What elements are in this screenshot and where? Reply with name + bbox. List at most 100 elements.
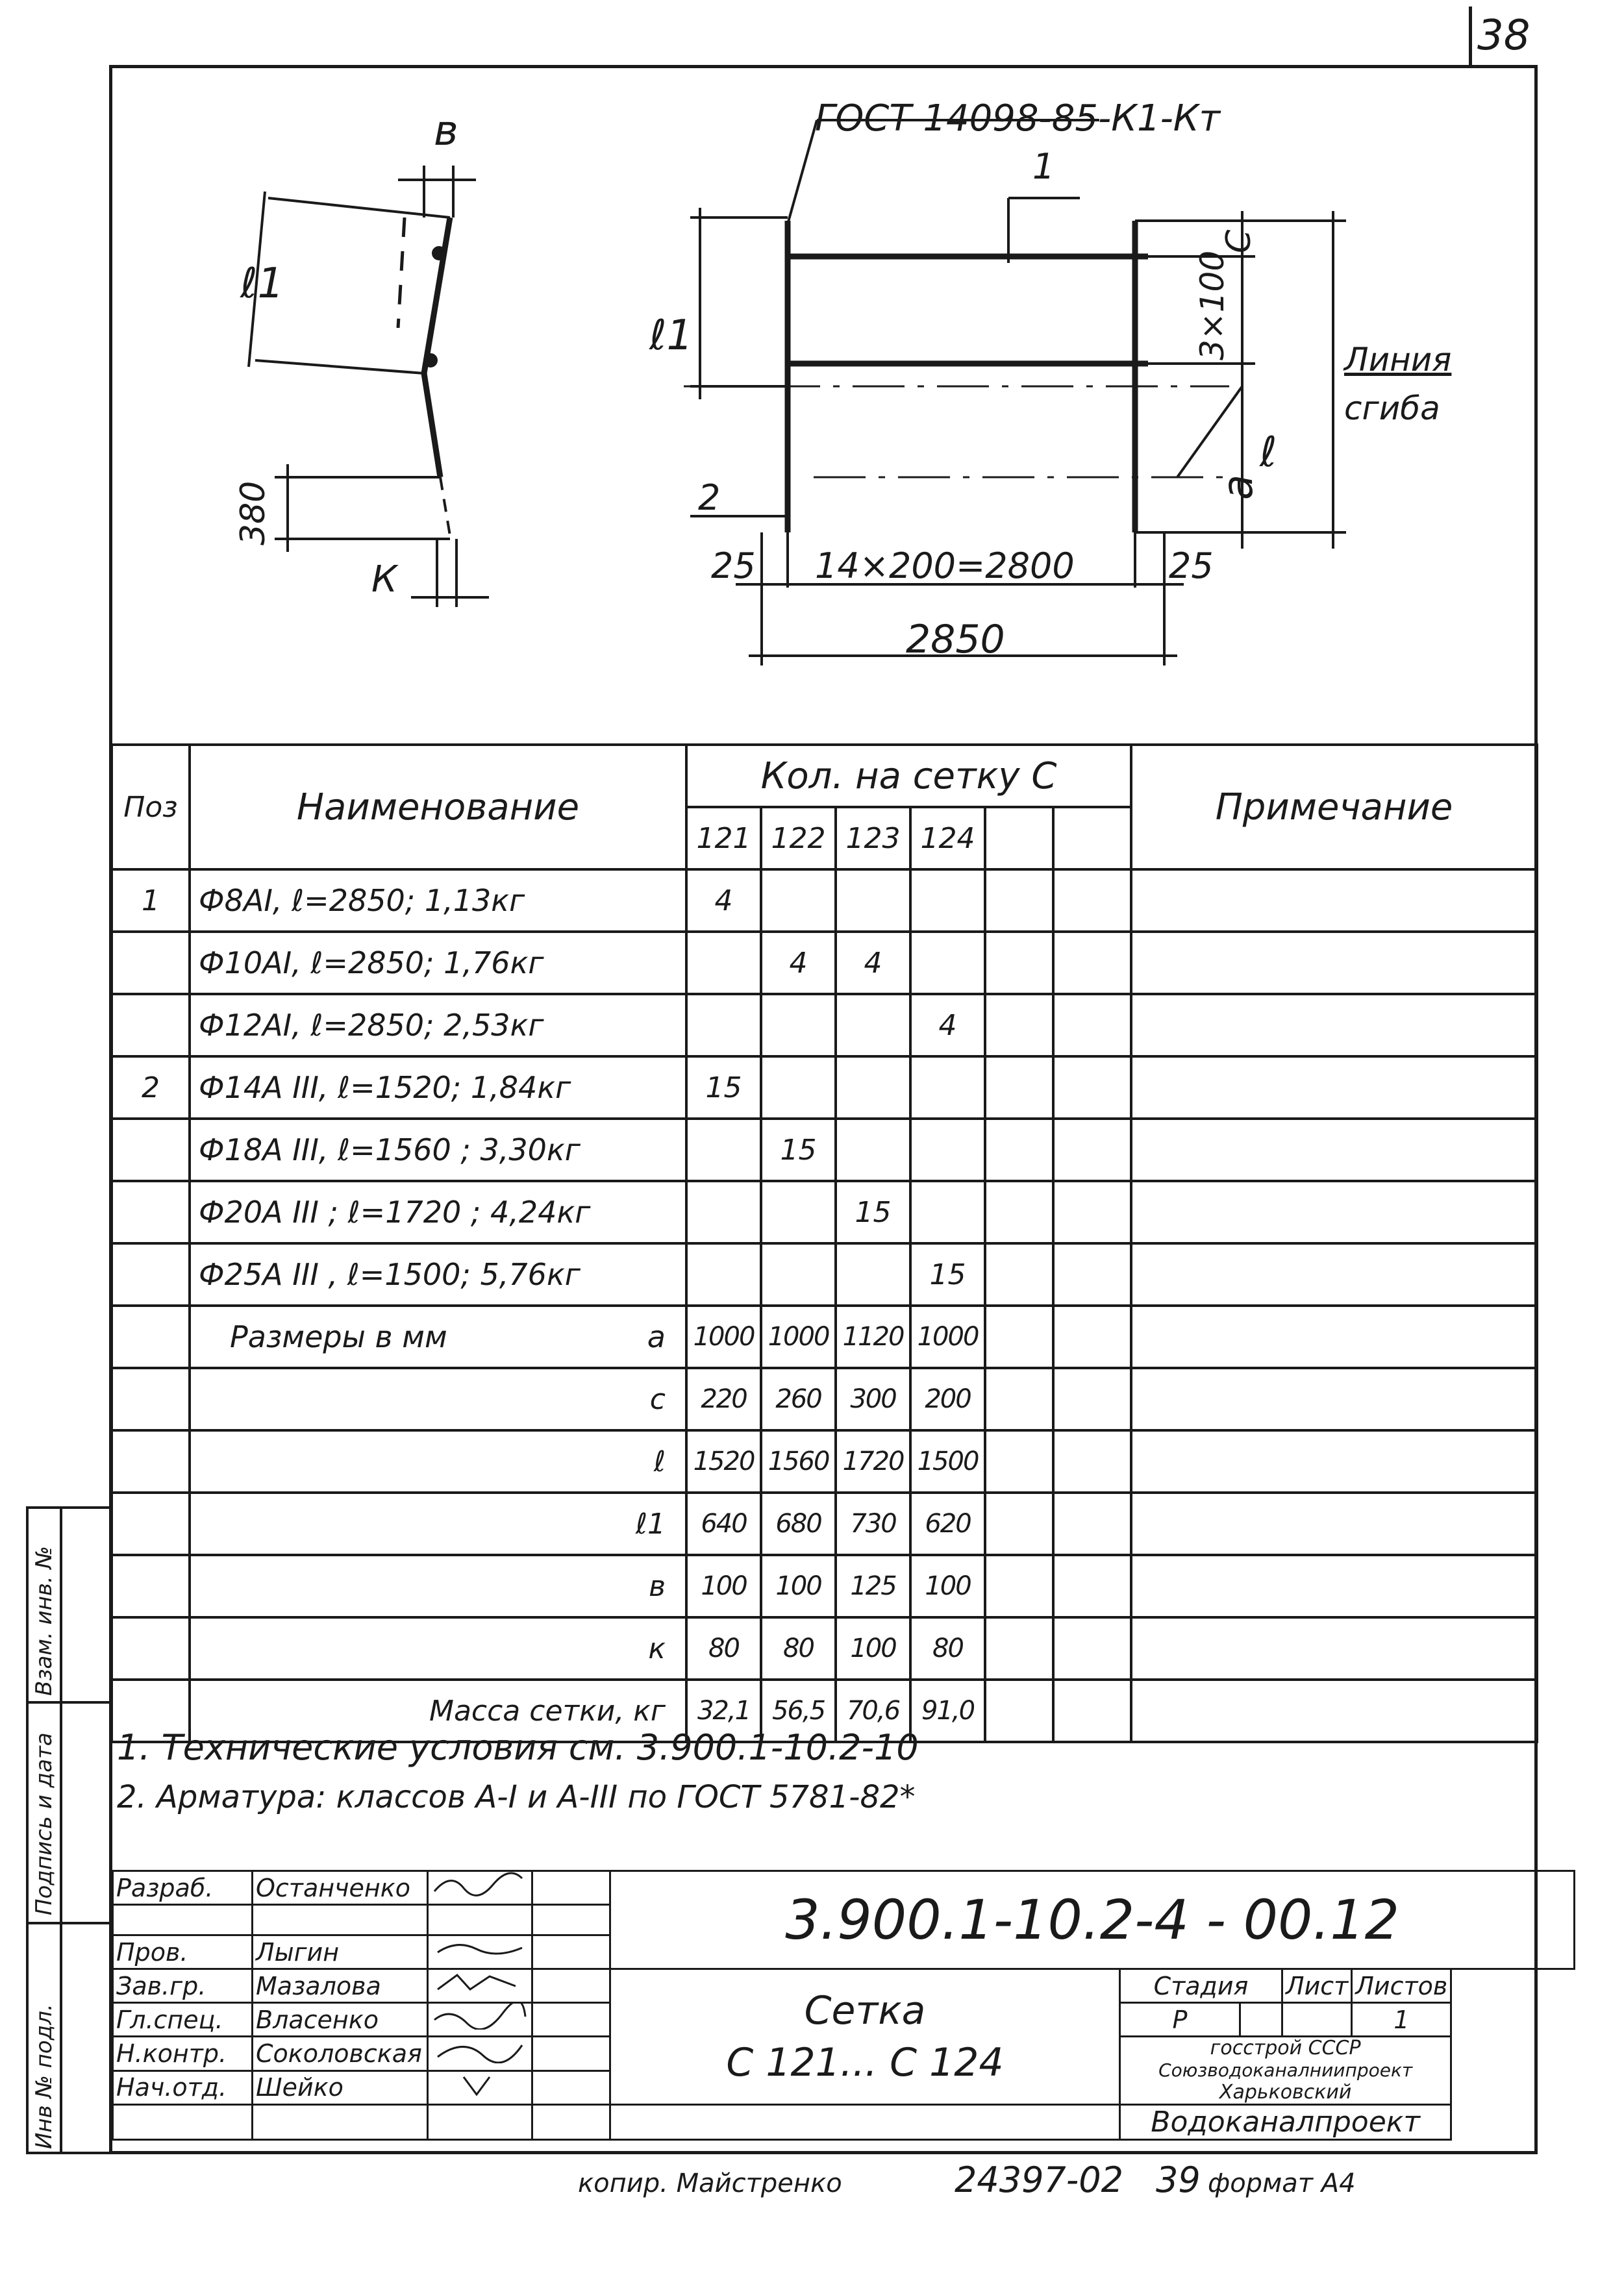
tb-product-cell: Сетка С 121... С 124: [609, 1968, 1121, 2106]
row-qty: [1052, 868, 1132, 933]
tb-role: Н.контр.: [112, 2035, 253, 2072]
dims-sym: к: [188, 1616, 688, 1681]
tb-role: Нач.отд.: [112, 2069, 253, 2106]
bend-line-label-1: Линия: [1344, 341, 1452, 379]
row-qty: [1052, 1180, 1132, 1245]
table-cell: 1000: [909, 1304, 986, 1369]
dim-l1-mid-label: ℓ1: [649, 312, 693, 360]
dims-value: [984, 1616, 1055, 1681]
row-note: [1130, 1055, 1538, 1120]
tb-stage-value: Р: [1119, 2002, 1241, 2037]
dims-value: [984, 1367, 1055, 1432]
dim-2850-label: 2850: [906, 617, 1005, 662]
row-pos: [110, 930, 191, 995]
row-qty: 15: [909, 1242, 986, 1307]
dims-value: 70,6: [834, 1678, 912, 1743]
dims-value: 640: [685, 1491, 762, 1556]
row-pos: [110, 1242, 191, 1307]
row-qty: [685, 1117, 762, 1182]
tb-name: Соколовская: [251, 2035, 429, 2072]
position-2-label: 2: [698, 477, 721, 518]
row-name: Ф10АI, ℓ=2850; 1,76кг: [188, 930, 688, 995]
row-name: Ф8АI, ℓ=2850; 1,13кг: [188, 868, 688, 933]
gost-callout: ГОСТ 14098-85-К1-Кт: [815, 97, 1221, 140]
row-note: [1130, 1491, 1538, 1556]
dims-value: 260: [760, 1367, 837, 1432]
dims-value: 100: [834, 1616, 912, 1681]
header-pos: Поз: [110, 743, 191, 871]
header-col-124: 124: [909, 806, 986, 871]
dims-sym: ℓ: [188, 1429, 688, 1494]
note-2: 2. Арматура: классов А-I и А-III по ГОСТ…: [117, 1779, 916, 1815]
row-note: [1130, 1242, 1538, 1307]
tb-org-2: Союзводоканалниипроект: [1158, 2059, 1413, 2081]
dims-title-row: Размеры в мм а 1000 1000 1120 1000: [110, 1304, 1538, 1369]
dim-l-label: ℓ: [1260, 429, 1277, 477]
dims-value: 300: [834, 1367, 912, 1432]
table-cell: 1000: [685, 1304, 762, 1369]
tb-date: [531, 2002, 611, 2037]
dim-25-right-label: 25: [1169, 545, 1214, 586]
dims-value: 220: [685, 1367, 762, 1432]
row-qty: [760, 868, 837, 933]
dims-value: 620: [909, 1491, 986, 1556]
dims-value: 80: [685, 1616, 762, 1681]
row-name: Ф14А III, ℓ=1520; 1,84кг: [188, 1055, 688, 1120]
row-qty: [909, 1180, 986, 1245]
tb-org-1: госстрой СССР: [1210, 2037, 1361, 2059]
row-pos: 2: [110, 1055, 191, 1120]
side-stamp-replace-inv: Взам. инв. №: [31, 1546, 57, 1696]
row-note: [1130, 930, 1538, 995]
header-col-empty: [984, 806, 1055, 871]
row-qty: [909, 1055, 986, 1120]
row-qty: [1052, 993, 1132, 1058]
dims-value: 1520: [685, 1429, 762, 1494]
row-qty: [685, 993, 762, 1058]
row-qty: [834, 993, 912, 1058]
dims-title-text: Размеры в мм: [230, 1319, 447, 1354]
row-note: [1130, 1554, 1538, 1619]
row-note: [1130, 1616, 1538, 1681]
row-pos: [110, 993, 191, 1058]
side-view-bar-upper: [421, 217, 453, 374]
row-qty: [984, 1117, 1055, 1182]
row-name: Ф20А III ; ℓ=1720 ; 4,24кг: [188, 1180, 688, 1245]
dims-sym: в: [188, 1554, 688, 1619]
dims-value: 80: [909, 1616, 986, 1681]
footer-format: формат А4: [1208, 2169, 1356, 2198]
dims-sym: с: [188, 1367, 688, 1432]
dims-value: [1052, 1678, 1132, 1743]
table-header-row: Поз Наименование Кол. на сетку С Примеча…: [110, 743, 1538, 871]
tb-org-cell: госстрой СССР Союзводоканалниипроект Хар…: [1118, 2035, 1453, 2106]
position-1-label: 1: [1032, 146, 1055, 187]
tb-designation-cell: 3.900.1-10.2-4 - 00.12: [608, 1870, 1576, 1970]
side-view-node: [432, 246, 446, 260]
dims-sym-a: а: [647, 1319, 666, 1354]
row-qty: [984, 1055, 1055, 1120]
row-qty: [984, 1242, 1055, 1307]
row-qty: [685, 1242, 762, 1307]
dims-value: 91,0: [909, 1678, 986, 1743]
tb-date: [531, 2035, 611, 2072]
side-stamp-divider: [60, 1506, 62, 2154]
tb-org-3: Харьковский: [1219, 2081, 1352, 2104]
side-view-dashed-2: [439, 477, 451, 536]
dims-value: 100: [760, 1554, 837, 1619]
tb-signature: [427, 2104, 533, 2141]
row-qty: [1052, 930, 1132, 995]
row-qty: [760, 1180, 837, 1245]
table-cell: [110, 1304, 191, 1369]
tb-name: Лыгин: [251, 1934, 429, 1970]
dims-value: [984, 1429, 1055, 1494]
table-cell: [110, 1554, 191, 1619]
table-cell: 1000: [760, 1304, 837, 1369]
tb-sheet-label: Лист: [1280, 1968, 1353, 2004]
tb-role: Разраб.: [112, 1870, 253, 1906]
tb-name: [251, 2104, 429, 2141]
